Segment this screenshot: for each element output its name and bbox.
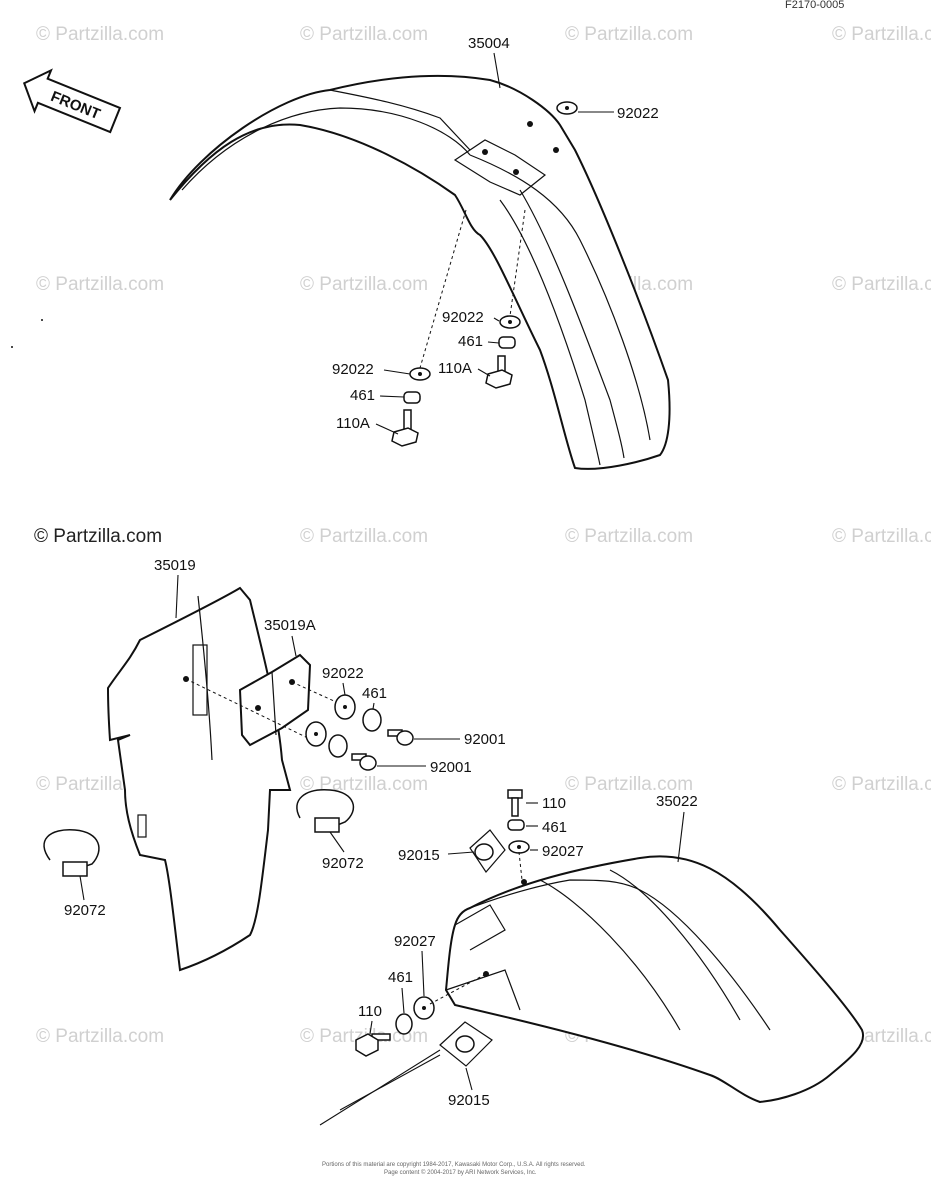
mud-flap-hardware — [185, 678, 414, 771]
callout-461-flap: 461 — [362, 685, 387, 702]
watermark: © Partzilla.com — [300, 526, 428, 547]
front-fender-hardware — [391, 101, 578, 447]
callout-35004: 35004 — [468, 35, 510, 52]
front-fender-callouts: 35004 92022 92022 461 110A 92022 461 110… — [332, 35, 659, 435]
bolt-110-lower — [355, 1033, 391, 1057]
callout-35019a: 35019A — [264, 617, 316, 634]
nut-92015-upper-box — [469, 829, 506, 873]
nut-92015-lower-box — [439, 1021, 493, 1067]
bolt-92001-upper — [387, 729, 414, 746]
callout-92027-upper: 92027 — [542, 843, 584, 860]
damper-461-left — [403, 391, 421, 404]
rear-fender — [444, 855, 865, 1104]
copyright-line-1: Portions of this material are copyright … — [322, 1162, 586, 1168]
callout-92072-right: 92072 — [322, 855, 364, 872]
callout-35019: 35019 — [154, 557, 196, 574]
callout-461-rear-upper: 461 — [542, 819, 567, 836]
bolt-110a-right — [485, 355, 513, 389]
callout-461-rear-lower: 461 — [388, 969, 413, 986]
callout-92022-top: 92022 — [617, 105, 659, 122]
callout-35022: 35022 — [656, 793, 698, 810]
callout-92015-lower: 92015 — [448, 1092, 490, 1109]
watermark: © Partzilla.com — [832, 274, 931, 295]
bolt-110a-left — [391, 409, 419, 447]
copyright-line-2: Page content © 2004-2017 by ARI Network … — [384, 1169, 537, 1176]
callout-92022-flap: 92022 — [322, 665, 364, 682]
damper-461-right — [498, 336, 516, 349]
damper-461-flap — [362, 708, 382, 732]
callout-461-right: 461 — [458, 333, 483, 350]
nut-92015-upper — [474, 843, 494, 861]
rear-fender-hardware — [319, 789, 530, 1126]
damper-461-lower — [328, 734, 348, 758]
callout-92015-upper: 92015 — [398, 847, 440, 864]
callout-110-lower: 110 — [358, 1003, 382, 1020]
watermark-primary: © Partzilla.com — [34, 526, 162, 547]
mud-flap-plate — [238, 653, 312, 747]
nut-92015-lower — [455, 1035, 475, 1053]
callout-92001-lower: 92001 — [430, 759, 472, 776]
watermark: © Partzilla.com — [36, 1026, 164, 1047]
clamp-92072-right — [296, 789, 355, 833]
front-fender — [169, 74, 671, 470]
watermark: © Partzilla.com — [36, 274, 164, 295]
damper-461-rear-lower — [395, 1013, 413, 1035]
callout-92001-upper: 92001 — [464, 731, 506, 748]
watermark: © Partzilla.com — [565, 24, 693, 45]
watermark: © Partzilla.com — [832, 526, 931, 547]
diagram-code: F2170-0005 — [785, 0, 844, 11]
mud-flap-callouts: 35019 35019A 92022 461 92001 92001 92072… — [64, 557, 506, 919]
callout-461-left: 461 — [350, 387, 375, 404]
rear-fender-callouts: 35022 110 461 92015 92027 92027 461 110 … — [358, 793, 698, 1109]
watermark: © Partzilla.com — [832, 24, 931, 45]
damper-461-rear-upper — [507, 819, 525, 831]
watermark: © Partzilla.com — [832, 774, 931, 795]
bolt-110-upper — [507, 789, 523, 817]
clamp-92072-left — [43, 829, 100, 877]
watermark: © Partzilla.com — [36, 24, 164, 45]
callout-92027-lower: 92027 — [394, 933, 436, 950]
mud-flap — [106, 586, 292, 972]
callout-92022-mid-right: 92022 — [442, 309, 484, 326]
watermark: © Partzilla.com — [565, 526, 693, 547]
bolt-92001-lower — [351, 753, 377, 771]
callout-92072-left: 92072 — [64, 902, 106, 919]
watermark: © Partzilla.com — [300, 274, 428, 295]
watermark: © Partzilla.com — [300, 24, 428, 45]
callout-110a-right: 110A — [438, 360, 472, 377]
callout-92022-mid-left: 92022 — [332, 361, 374, 378]
callout-110-upper: 110 — [542, 795, 566, 812]
watermark: © Partzilla.com — [565, 774, 693, 795]
callout-110a-left: 110A — [336, 415, 370, 432]
front-direction-arrow: FRONT — [22, 68, 122, 134]
